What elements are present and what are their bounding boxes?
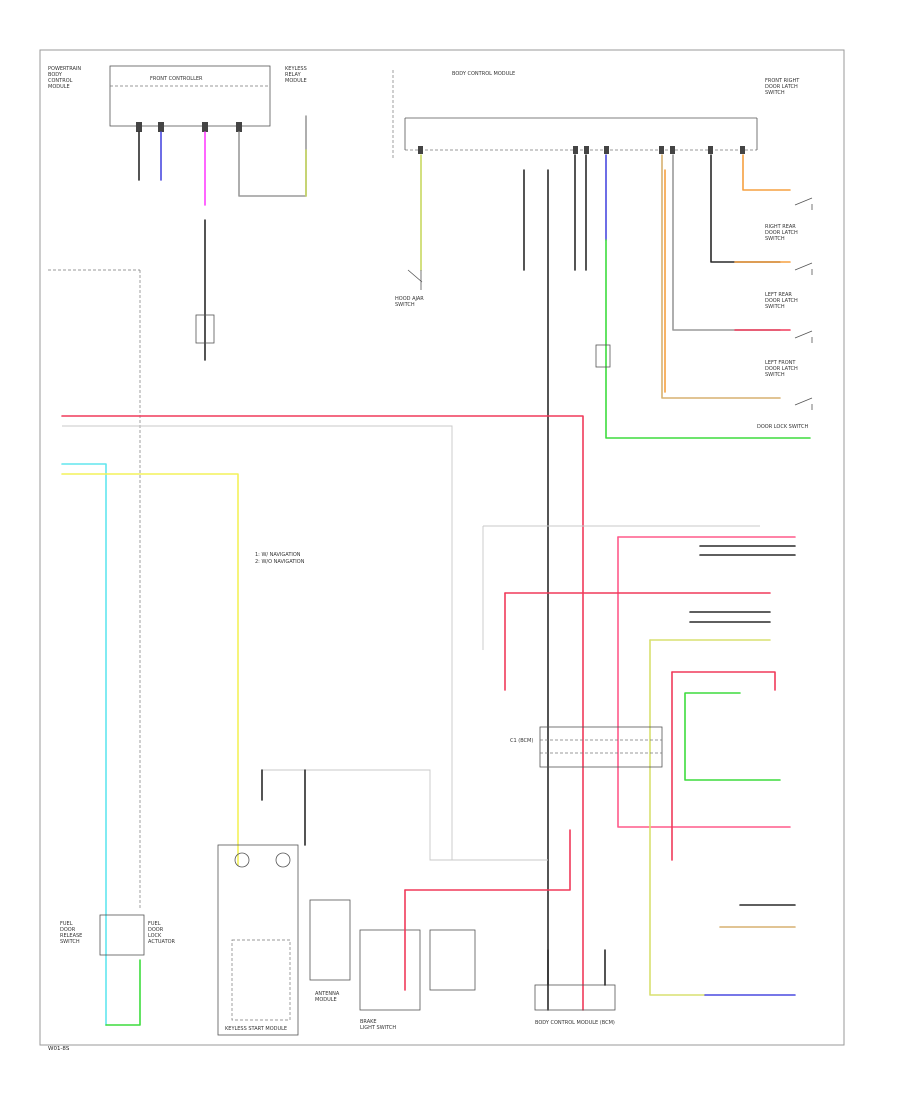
bcm-title: BODY CONTROL MODULE bbox=[452, 71, 515, 77]
wire-gray-keyless bbox=[262, 769, 548, 861]
keyless-start-label: KEYLESS START MODULE bbox=[225, 1026, 287, 1032]
keyless-circle-2 bbox=[275, 852, 291, 868]
page-code: W01-8S bbox=[48, 1046, 70, 1052]
brake-switch-box bbox=[359, 929, 421, 1011]
wire-green-bottom-left bbox=[105, 959, 141, 1026]
wire-green-1 bbox=[605, 239, 811, 439]
pin-4 bbox=[236, 122, 242, 132]
bottom-bcm-label: BODY CONTROL MODULE (BCM) bbox=[535, 1020, 615, 1026]
c1-label: C1 (BCM) bbox=[510, 738, 533, 744]
front-controller-box bbox=[109, 65, 271, 127]
small-switch-box bbox=[429, 929, 476, 991]
wire-tan-1 bbox=[661, 154, 781, 399]
pin-2 bbox=[158, 122, 164, 132]
bcm-pin-1 bbox=[418, 146, 423, 154]
bcm-pin-5 bbox=[659, 146, 664, 154]
keyless-start-module bbox=[217, 844, 299, 1036]
wire-gray-under-red bbox=[62, 425, 453, 860]
fuse-block-left bbox=[195, 314, 215, 344]
keyless-circle-1 bbox=[234, 852, 250, 868]
relay-right bbox=[595, 344, 611, 368]
bcm-pin-3 bbox=[584, 146, 589, 154]
fuel-switch-box bbox=[99, 914, 145, 956]
wire-gray-1 bbox=[238, 115, 307, 197]
wire-red-right-3 bbox=[671, 671, 776, 691]
pin-1 bbox=[136, 122, 142, 132]
door-switch-3 bbox=[794, 330, 813, 343]
wire-yellow-left bbox=[61, 473, 239, 866]
keyless-inner bbox=[231, 939, 291, 1021]
bcm-pin-6 bbox=[670, 146, 675, 154]
wire-red-main bbox=[61, 415, 584, 1011]
pin-3 bbox=[202, 122, 208, 132]
wire-green-right bbox=[684, 692, 781, 781]
wire-cyan-left bbox=[61, 463, 107, 1026]
antenna-module bbox=[309, 899, 351, 981]
door-switch-2 bbox=[794, 262, 813, 275]
door-switch-1 bbox=[794, 197, 813, 210]
door-lock-switch-label: DOOR LOCK SWITCH bbox=[757, 424, 809, 430]
door-switch-4 bbox=[794, 397, 813, 410]
bcm-pin-4 bbox=[604, 146, 609, 154]
bcm-pin-8 bbox=[740, 146, 745, 154]
bottom-bcm bbox=[534, 984, 616, 1011]
bcm-pin-7 bbox=[708, 146, 713, 154]
wire-orange-2 bbox=[742, 154, 791, 191]
wire-red-brake bbox=[404, 829, 571, 891]
front-controller-label: FRONT CONTROLLER bbox=[150, 76, 203, 82]
wire-pink-right-v bbox=[617, 536, 791, 828]
wire-yellowgreen-right-v bbox=[649, 639, 706, 996]
hood-switch bbox=[407, 269, 423, 290]
c1-connector-block bbox=[539, 726, 663, 768]
bcm-pin-2 bbox=[573, 146, 578, 154]
wire-gray-2 bbox=[672, 154, 781, 331]
diagram-frame bbox=[39, 49, 845, 1046]
wire-black-7 bbox=[710, 154, 781, 263]
